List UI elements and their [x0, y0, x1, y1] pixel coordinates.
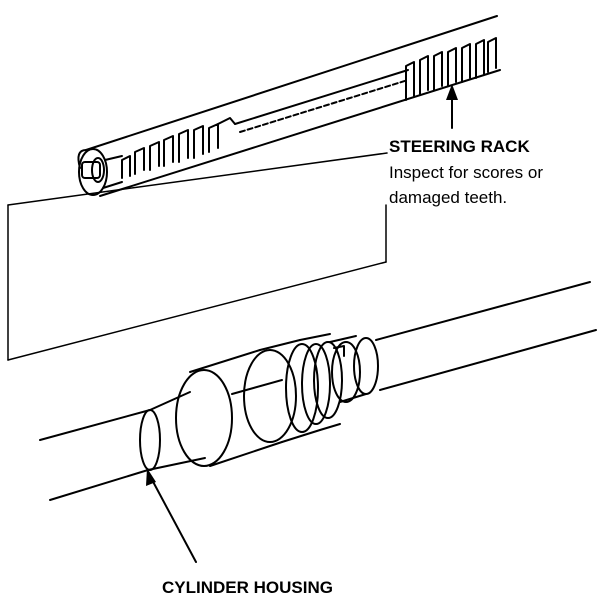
rack-teeth-right: [405, 37, 497, 101]
housing-body: [231, 339, 321, 443]
cylinder-housing-leader: [149, 475, 197, 563]
tube-right-upper-edge: [375, 281, 591, 341]
rack-teeth-left: [121, 117, 236, 179]
steering-rack-callout: STEERING RACK Inspect for scores or dama…: [389, 137, 543, 207]
rack-flat-line-2: [239, 79, 409, 133]
tube-right-lower-edge: [379, 329, 597, 391]
projection-lines: [7, 152, 388, 361]
cylinder-housing-label: CYLINDER HOUSING: [162, 578, 333, 597]
leader-lines: [149, 87, 453, 563]
rack-flat-line: [234, 69, 409, 125]
projection-line-lower: [7, 261, 387, 361]
steering-rack-arrowhead: [446, 84, 458, 100]
steering-rack-note-line-1: Inspect for scores or: [389, 163, 543, 182]
cylinder-housing-arrowhead: [146, 468, 156, 486]
tube-lower-edge: [49, 469, 149, 501]
housing-end-fitting: [329, 335, 379, 403]
rack-end: [77, 148, 123, 196]
rack-lower-edge: [99, 69, 501, 197]
housing-cone: [147, 391, 206, 471]
housing-collar-1: [175, 349, 283, 467]
tube-upper-edge: [39, 409, 151, 441]
steering-rack-note-line-2: damaged teeth.: [389, 188, 507, 207]
cylinder-housing-callout: CYLINDER HOUSING: [162, 578, 333, 597]
steering-rack: [77, 15, 501, 197]
housing-rings: [285, 333, 343, 433]
steering-rack-label: STEERING RACK: [389, 137, 530, 156]
projection-line-upper: [7, 152, 388, 206]
cylinder-housing: [39, 281, 597, 501]
rack-upper-edge: [85, 15, 498, 151]
